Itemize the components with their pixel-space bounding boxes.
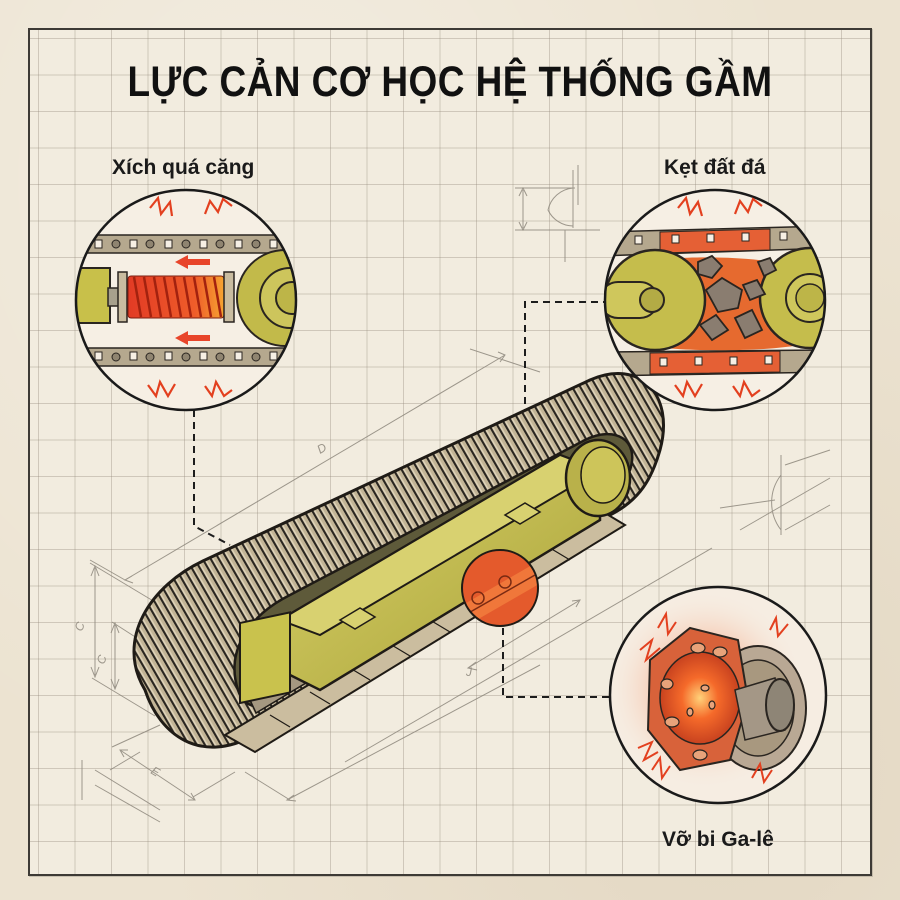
stress-spark-icon — [674, 195, 763, 399]
dimension-mark-j: J — [465, 665, 473, 679]
leader-lines — [193, 301, 610, 698]
rocks-in-track-icon — [697, 254, 778, 342]
undercarriage-track-illustration — [132, 372, 665, 754]
callout-bearing-failure — [608, 585, 828, 805]
dimension-mark-c2: C — [94, 653, 110, 666]
arrow-left-icon — [175, 255, 210, 345]
stress-spark-icon — [147, 195, 233, 399]
stress-spark-icon — [637, 610, 789, 785]
callout-label-track-tension: Xích quá căng — [112, 156, 255, 179]
drafting-sketches: D C C E J — [72, 165, 831, 823]
compressed-spring-icon — [127, 275, 225, 319]
dimension-mark-c1: C — [72, 620, 88, 633]
callout-debris-jam — [603, 188, 827, 412]
leader-line-debris — [524, 301, 610, 415]
leader-line-tension — [193, 410, 231, 546]
callout-label-debris-jam: Kẹt đất đá — [664, 156, 766, 179]
page-title: LỰC CẢN CƠ HỌC HỆ THỐNG GẦM — [127, 58, 773, 106]
dimension-mark-d: D — [315, 440, 330, 457]
highlight-ring — [461, 549, 539, 627]
callout-label-bearing-failure: Vỡ bi Ga-lê — [662, 828, 774, 851]
broken-bearing-icon — [646, 626, 807, 772]
callout-track-tension — [74, 188, 298, 412]
